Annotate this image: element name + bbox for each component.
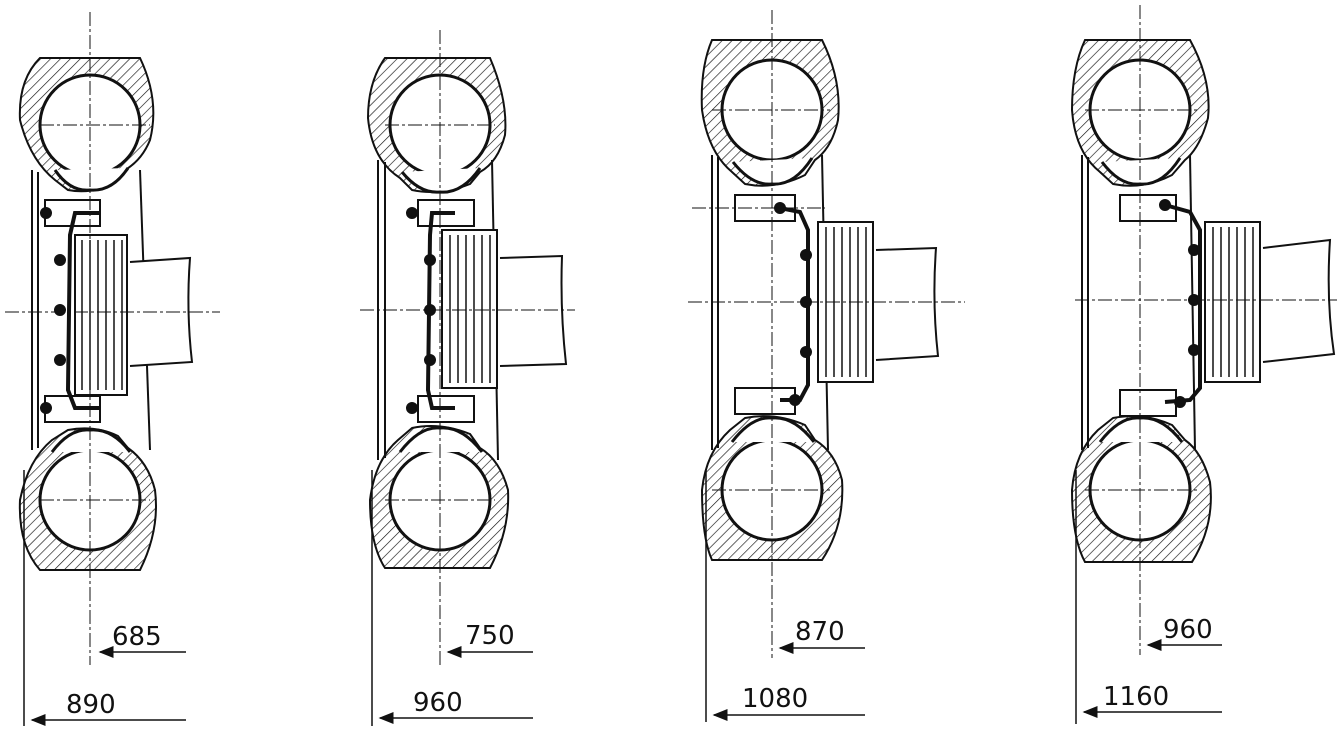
inner-dimension-label: 960 [1163, 615, 1213, 645]
axle-beam [499, 254, 568, 367]
outer-dimension-label: 960 [413, 688, 463, 718]
inner-dimension-label: 750 [465, 621, 515, 651]
axle-beam [1262, 238, 1336, 363]
dimension-lines [1075, 470, 1222, 724]
lower-tyre-section [1070, 415, 1212, 563]
outer-dimension-label: 1080 [742, 684, 808, 714]
outer-dimension-label: 890 [66, 690, 116, 720]
inner-dimension-label: 870 [795, 617, 845, 647]
axle-beam [875, 246, 940, 361]
centerlines [360, 30, 575, 665]
centerlines [5, 12, 220, 665]
upper-tyre-section [700, 39, 840, 187]
wheel-assembly-685: 685 890 [5, 12, 220, 726]
centerlines [1075, 5, 1337, 655]
outer-dimension-label: 1160 [1103, 682, 1169, 712]
wheel-assembly-960: 960 1160 [1070, 5, 1337, 724]
upper-tyre-section [1070, 39, 1210, 187]
wheel-assembly-750: 750 960 [360, 30, 575, 726]
brake-drum [1204, 221, 1261, 383]
dimension-lines [23, 470, 186, 726]
upper-tyre-section [366, 57, 507, 194]
brake-drum [74, 234, 128, 396]
centerlines [688, 10, 965, 658]
lower-tyre-section [368, 425, 510, 569]
rim-and-disc [1081, 154, 1202, 451]
dimension-lines [705, 470, 865, 722]
wheel-assembly-870: 870 1080 [688, 10, 965, 722]
lower-tyre-section [18, 427, 157, 571]
inner-dimension-label: 685 [112, 622, 162, 652]
brake-drum [441, 229, 498, 389]
dimension-lines [371, 470, 533, 726]
